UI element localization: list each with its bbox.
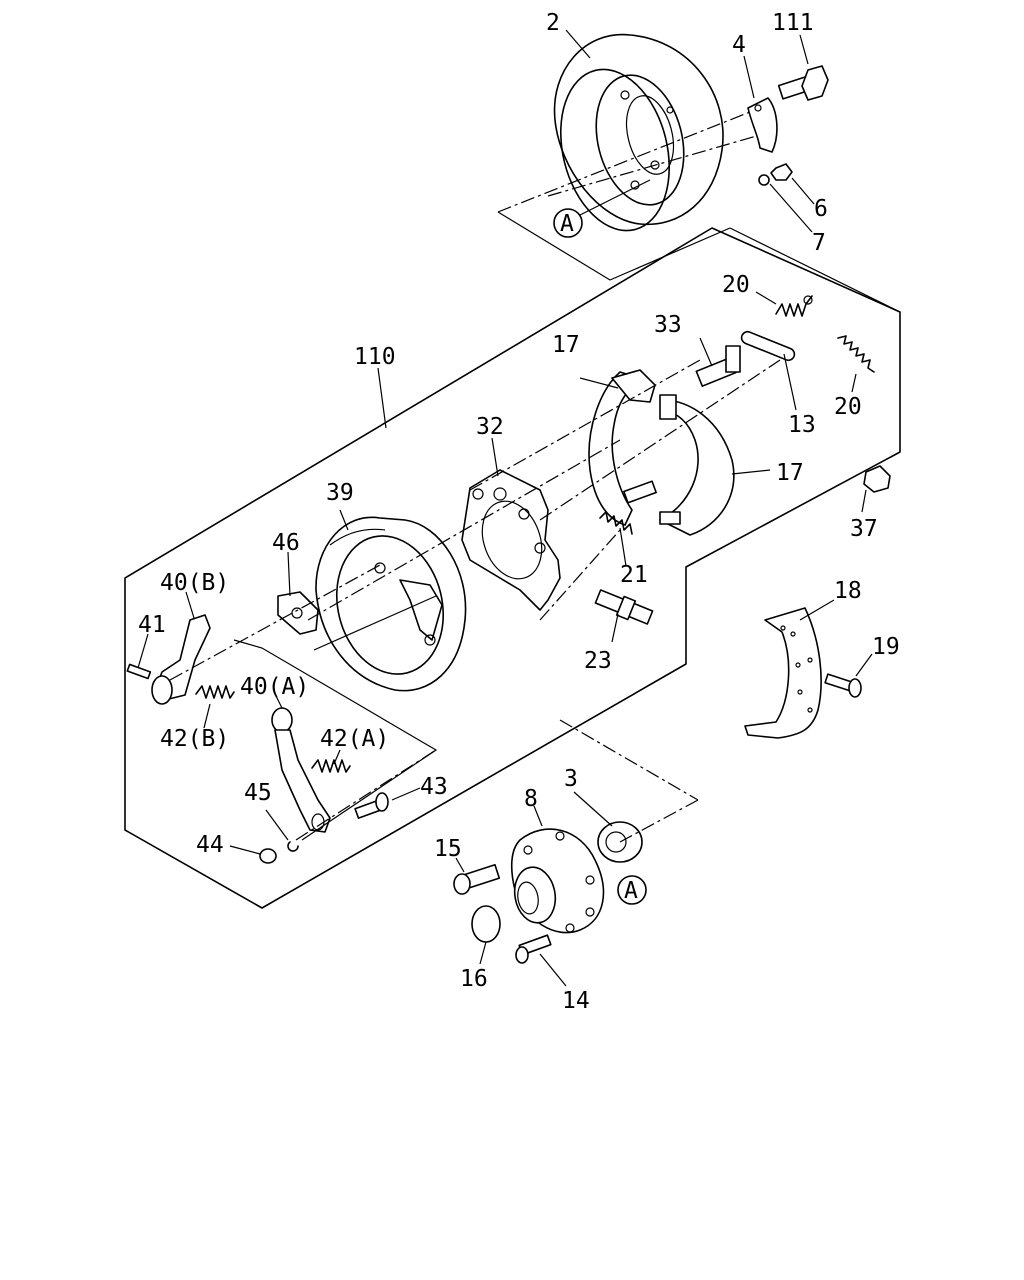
callout-17-right: 17 bbox=[776, 460, 804, 486]
callout-40b: 40(B) bbox=[160, 570, 229, 596]
callout-17-left: 17 bbox=[552, 332, 580, 358]
callout-labels: 2 111 4 6 7 20 33 17 110 13 20 32 17 39 … bbox=[138, 10, 900, 1014]
callout-19: 19 bbox=[872, 634, 900, 660]
hub-8 bbox=[510, 828, 605, 934]
spring-42b bbox=[195, 685, 235, 699]
callout-23: 23 bbox=[584, 648, 612, 674]
rivet-19 bbox=[824, 673, 862, 698]
plate-46 bbox=[277, 591, 319, 635]
reference-mark-a-top bbox=[553, 208, 583, 238]
spring-42a bbox=[311, 759, 351, 773]
callout-15: 15 bbox=[434, 836, 462, 862]
nut-6 bbox=[770, 163, 793, 181]
callout-6: 6 bbox=[814, 196, 828, 222]
clip-45 bbox=[287, 841, 299, 852]
callout-20-lower: 20 bbox=[834, 394, 862, 420]
reference-a-bottom-label: A bbox=[624, 878, 638, 904]
link-13 bbox=[740, 330, 796, 362]
lever-group-outline bbox=[233, 639, 438, 841]
spring-20-lower bbox=[837, 335, 875, 373]
pin-33 bbox=[695, 345, 741, 387]
callout-40a: 40(A) bbox=[240, 674, 309, 700]
washer-7 bbox=[758, 174, 770, 186]
brake-shoe-17-right bbox=[659, 394, 735, 536]
callout-110: 110 bbox=[354, 344, 396, 370]
nut-44 bbox=[259, 848, 277, 864]
callout-43: 43 bbox=[420, 774, 448, 800]
callout-20-upper: 20 bbox=[722, 272, 750, 298]
bracket-4 bbox=[747, 97, 778, 153]
spring-21 bbox=[599, 511, 633, 535]
callout-21: 21 bbox=[620, 562, 648, 588]
callout-13: 13 bbox=[788, 412, 816, 438]
bolt-111 bbox=[777, 65, 829, 101]
callout-42a: 42(A) bbox=[320, 726, 389, 752]
callout-8: 8 bbox=[524, 786, 538, 812]
reference-a-top-label: A bbox=[560, 211, 574, 237]
pin-41 bbox=[126, 663, 152, 680]
assembly-110-inner-step bbox=[729, 227, 901, 313]
brake-drum bbox=[553, 33, 724, 232]
callout-42b: 42(B) bbox=[160, 726, 229, 752]
callout-2: 2 bbox=[546, 10, 560, 36]
callout-3: 3 bbox=[564, 766, 578, 792]
callout-46: 46 bbox=[272, 530, 300, 556]
callout-44: 44 bbox=[196, 832, 224, 858]
brake-shoe-17-left bbox=[588, 369, 657, 526]
bolt-15 bbox=[453, 863, 501, 895]
bolt-14 bbox=[515, 934, 552, 964]
callout-4: 4 bbox=[732, 32, 746, 58]
callout-33: 33 bbox=[654, 312, 682, 338]
leader-lines bbox=[137, 29, 873, 987]
pin-43 bbox=[354, 792, 389, 819]
cover-39 bbox=[315, 516, 467, 692]
callout-111: 111 bbox=[772, 10, 814, 36]
spring-20-upper bbox=[775, 295, 813, 317]
brake-lining-18 bbox=[744, 607, 822, 739]
callout-14: 14 bbox=[562, 988, 590, 1014]
callout-45: 45 bbox=[244, 780, 272, 806]
callout-18: 18 bbox=[834, 578, 862, 604]
callout-41: 41 bbox=[138, 612, 166, 638]
callout-37: 37 bbox=[850, 516, 878, 542]
drum-group-outline bbox=[497, 211, 731, 281]
callout-32: 32 bbox=[476, 414, 504, 440]
adjuster-23 bbox=[594, 589, 654, 625]
callout-16: 16 bbox=[460, 966, 488, 992]
backing-plate-32 bbox=[461, 469, 561, 611]
callout-39: 39 bbox=[326, 480, 354, 506]
lever-40b bbox=[151, 614, 211, 705]
nut-37 bbox=[863, 465, 891, 493]
reference-mark-a-bottom bbox=[617, 875, 647, 905]
assembly-110-outline bbox=[124, 227, 901, 909]
callout-7: 7 bbox=[812, 230, 826, 256]
o-ring-16 bbox=[471, 905, 501, 943]
